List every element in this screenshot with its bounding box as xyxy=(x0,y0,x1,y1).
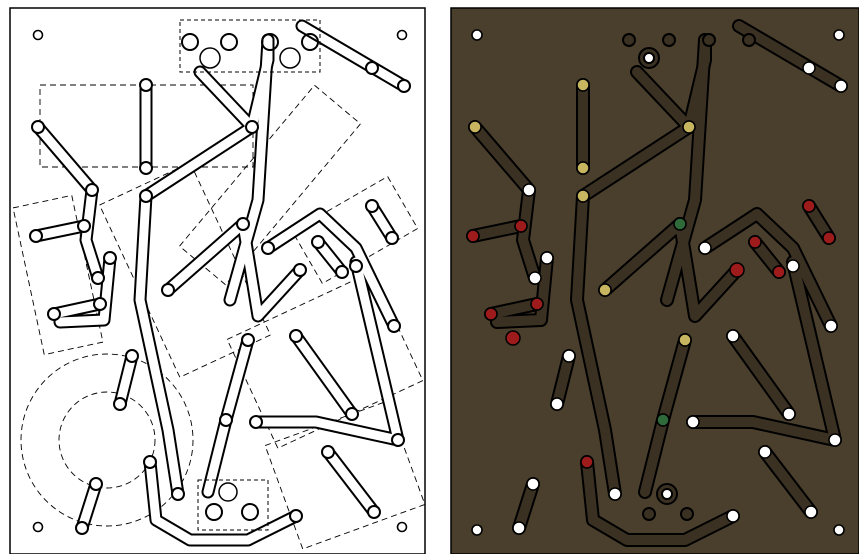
mounting-holes xyxy=(32,29,408,533)
top-header-connector-render xyxy=(622,33,756,69)
mounting-holes-render xyxy=(471,29,845,536)
bottom-header-connector xyxy=(197,479,269,531)
board-render-panel xyxy=(450,7,859,554)
colored-pads xyxy=(466,78,836,469)
layout-drawing-panel xyxy=(9,7,426,554)
top-header-connector xyxy=(179,19,321,73)
bottom-header-connector-render xyxy=(642,483,694,521)
